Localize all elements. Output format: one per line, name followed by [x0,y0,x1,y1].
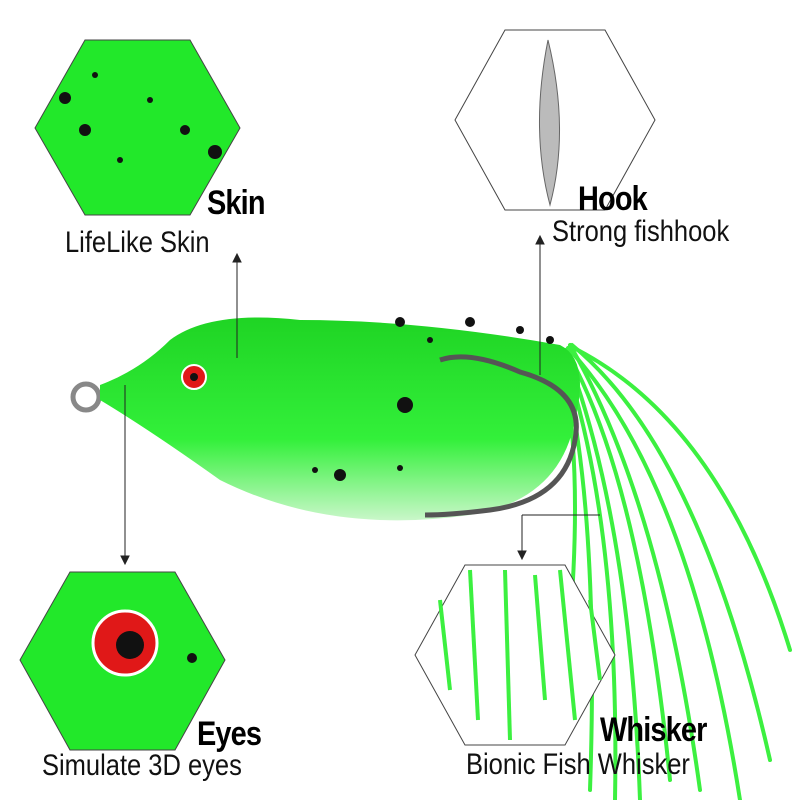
feature-subtitle-whisker: Bionic Fish Whisker [466,748,690,781]
feature-subtitle-skin: LifeLike Skin [65,226,210,259]
skin-closeup [34,39,241,216]
feature-title-whisker: Whisker [600,711,707,749]
feature-subtitle-eyes: Simulate 3D eyes [42,749,242,782]
feature-title-skin: Skin [207,184,265,222]
feature-title-hook: Hook [578,180,648,218]
feature-subtitle-hook: Strong fishhook [552,215,730,248]
feature-title-eyes: Eyes [197,715,262,753]
hook [424,354,579,518]
frog-body [100,317,580,521]
